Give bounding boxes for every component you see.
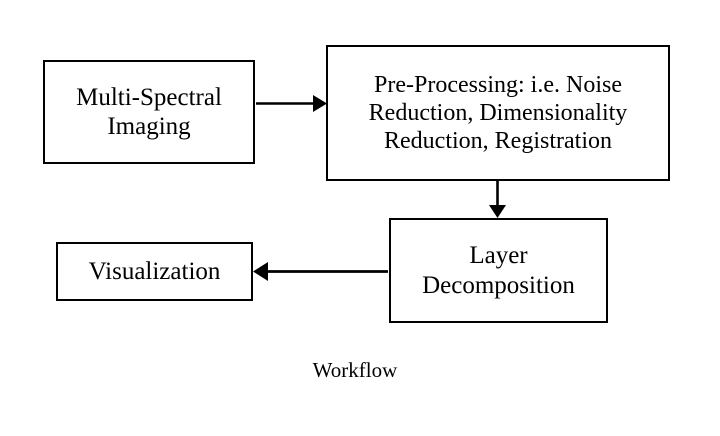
arrow-head [253, 262, 268, 281]
arrow-head [489, 205, 506, 218]
arrow-imaging-to-preprocessing [256, 95, 327, 112]
node-visualization-label: Visualization [88, 257, 221, 285]
arrow-preprocessing-to-layer [489, 181, 506, 218]
node-pre-processing-label: Pre-Processing: i.e. Noise Reduction, Di… [368, 71, 628, 155]
node-layer-decomposition-label: Layer Decomposition [422, 242, 575, 299]
arrow-head [313, 95, 327, 112]
node-layer-decomposition[interactable]: Layer Decomposition [389, 218, 608, 323]
node-visualization[interactable]: Visualization [56, 242, 253, 301]
node-multi-spectral-imaging-label: Multi-Spectral Imaging [76, 83, 222, 141]
diagram-caption-text: Workflow [312, 358, 398, 382]
node-multi-spectral-imaging[interactable]: Multi-Spectral Imaging [43, 60, 255, 164]
node-pre-processing[interactable]: Pre-Processing: i.e. Noise Reduction, Di… [326, 45, 670, 181]
diagram-caption: Workflow [0, 358, 720, 382]
arrow-layer-to-visualization [253, 262, 388, 281]
